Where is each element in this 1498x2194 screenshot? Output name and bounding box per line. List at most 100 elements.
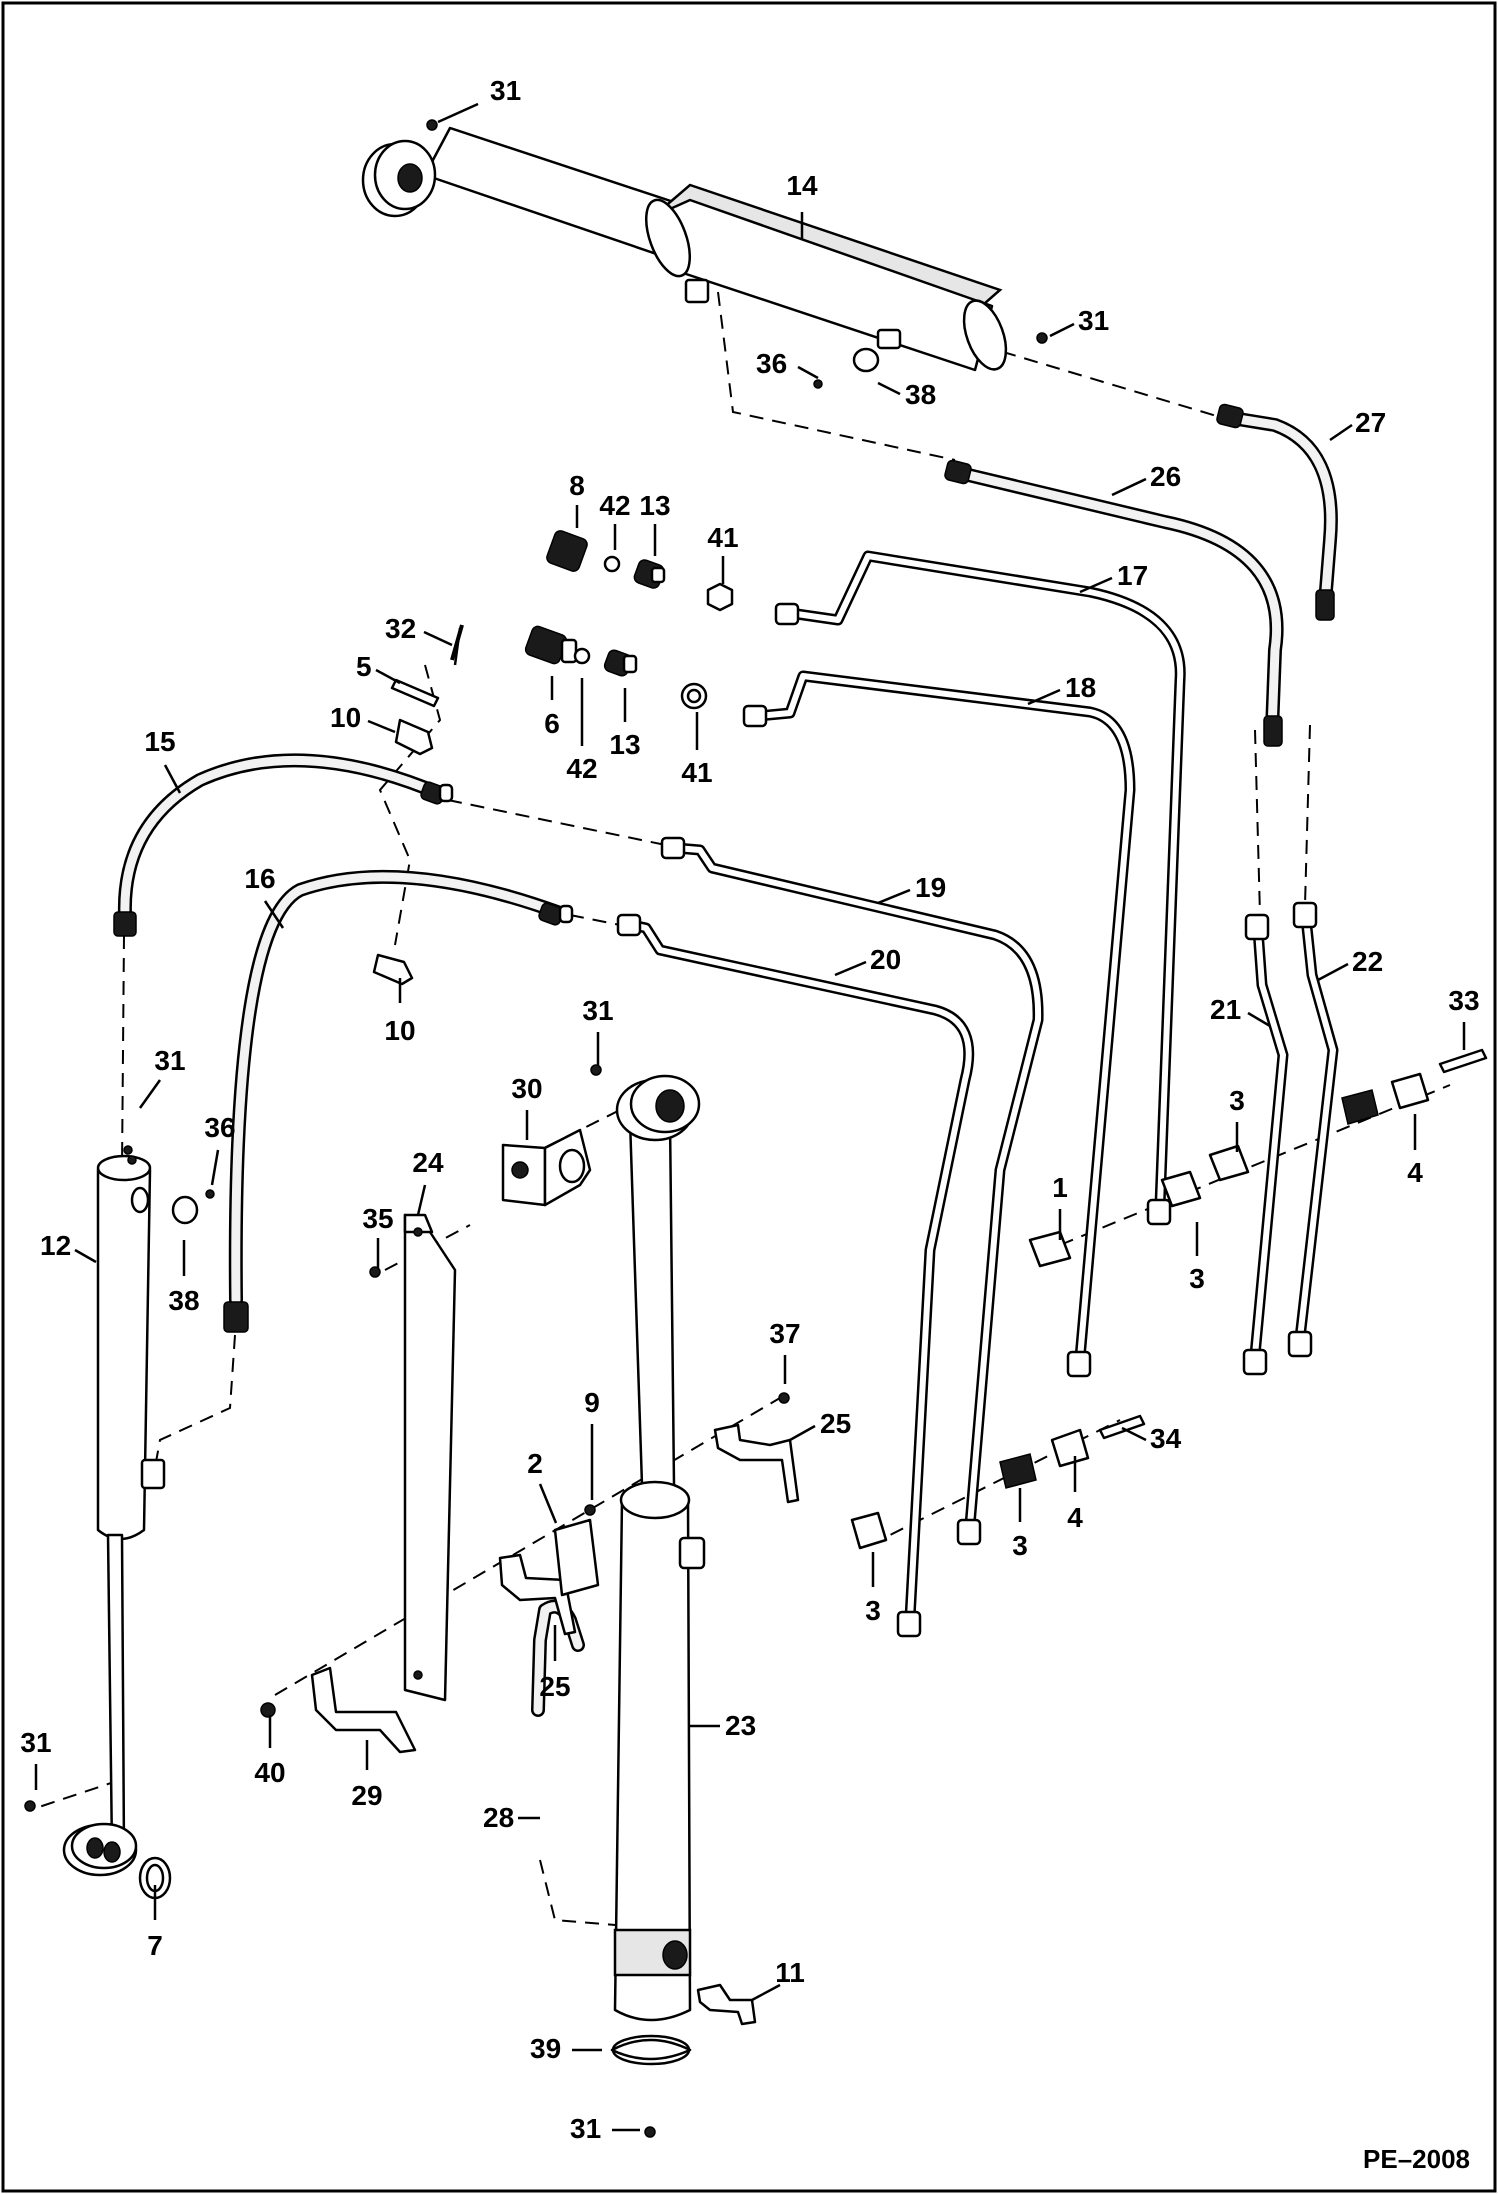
callout-c31f: 31 xyxy=(570,2113,640,2144)
callout-c2: 2 xyxy=(527,1448,558,1524)
steel-lines xyxy=(626,550,1339,1624)
callout-c31a: 31 xyxy=(437,75,521,124)
callout-leader xyxy=(163,764,182,794)
callout-c3d: 3 xyxy=(865,1552,881,1626)
callout-label: 2 xyxy=(527,1448,543,1479)
callout-leader xyxy=(877,888,911,905)
fittings-upper xyxy=(546,530,734,612)
callout-c31b: 31 xyxy=(1049,305,1109,338)
callout-c36a: 36 xyxy=(756,348,819,380)
callout-label: 4 xyxy=(1407,1157,1423,1188)
callout-c9: 9 xyxy=(584,1387,600,1500)
callout-c4b: 4 xyxy=(1067,1456,1083,1533)
callout-leader xyxy=(1027,688,1061,706)
callout-label: 10 xyxy=(330,702,361,733)
callout-c38b: 38 xyxy=(168,1240,200,1316)
callout-c33: 33 xyxy=(1448,985,1480,1050)
callout-c22: 22 xyxy=(1317,946,1383,982)
callout-label: 41 xyxy=(707,522,738,553)
callout-c3c: 3 xyxy=(1012,1488,1028,1561)
callout-label: 36 xyxy=(756,348,787,379)
callout-label: 3 xyxy=(865,1595,881,1626)
cylinder-23 xyxy=(590,1064,706,2138)
hose-fittings xyxy=(113,403,1335,1333)
callout-c16: 16 xyxy=(244,863,285,929)
callout-label: 33 xyxy=(1448,985,1479,1016)
callout-c38a: 38 xyxy=(877,379,936,410)
callout-leader xyxy=(1079,576,1113,594)
callout-label: 3 xyxy=(1189,1263,1205,1294)
support-24 xyxy=(369,1213,457,1702)
callout-leader xyxy=(1329,423,1353,442)
callout-label: 38 xyxy=(168,1285,199,1316)
callout-leader xyxy=(751,1983,781,2002)
callout-label: 17 xyxy=(1117,560,1148,591)
callout-label: 1 xyxy=(1052,1172,1068,1203)
callout-label: 31 xyxy=(490,75,521,106)
callout-leader xyxy=(437,102,479,124)
callout-c25b: 25 xyxy=(539,1625,571,1702)
callout-leader xyxy=(423,630,453,647)
callout-c10a: 10 xyxy=(330,702,396,734)
callout-label: 22 xyxy=(1352,946,1383,977)
callout-label: 8 xyxy=(569,470,585,501)
callout-c24: 24 xyxy=(412,1147,444,1216)
bracket-30 xyxy=(501,1128,592,1207)
callout-c41b: 41 xyxy=(681,712,713,788)
callout-label: 3 xyxy=(1229,1085,1245,1116)
callout-label: 16 xyxy=(244,863,275,894)
callout-c40: 40 xyxy=(254,1715,286,1788)
callout-c25a: 25 xyxy=(789,1408,851,1442)
callout-c3a: 3 xyxy=(1229,1085,1245,1152)
callout-leader xyxy=(138,1079,162,1109)
callout-leader xyxy=(263,900,285,929)
callout-label: 39 xyxy=(530,2033,561,2064)
callout-label: 31 xyxy=(154,1045,185,1076)
callout-leader xyxy=(1317,962,1349,982)
callout-label: 7 xyxy=(147,1930,163,1961)
callout-label: 23 xyxy=(725,1710,756,1741)
callout-leader xyxy=(538,1483,558,1524)
tube-nuts xyxy=(616,602,1318,1638)
callout-leader xyxy=(210,1149,220,1186)
callout-label: 12 xyxy=(40,1230,71,1261)
callout-label: 29 xyxy=(351,1780,382,1811)
callout-c6: 6 xyxy=(544,676,560,739)
callout-c15: 15 xyxy=(144,726,182,794)
callout-c32: 32 xyxy=(385,613,453,647)
callout-label: 31 xyxy=(570,2113,601,2144)
brackets xyxy=(260,1392,800,2026)
callout-label: 10 xyxy=(384,1015,415,1046)
callout-leader xyxy=(789,1424,816,1442)
callout-c31c: 31 xyxy=(582,995,614,1066)
callout-c29: 29 xyxy=(351,1740,383,1811)
callout-c21: 21 xyxy=(1210,994,1271,1028)
callout-c20: 20 xyxy=(834,944,901,977)
callout-label: 42 xyxy=(599,490,630,521)
callout-c42a: 42 xyxy=(599,490,631,550)
callout-leader xyxy=(1121,1426,1147,1442)
callout-c14: 14 xyxy=(786,170,818,240)
callout-label: 32 xyxy=(385,613,416,644)
fittings-lower xyxy=(524,625,708,710)
callout-leader xyxy=(1049,322,1075,338)
callout-c13a: 13 xyxy=(639,490,671,556)
callout-label: 9 xyxy=(584,1387,600,1418)
assembly-lines xyxy=(29,291,1451,1926)
callout-c35: 35 xyxy=(362,1203,394,1268)
callout-c28: 28 xyxy=(483,1802,540,1833)
callout-c19: 19 xyxy=(877,872,946,905)
callout-c36b: 36 xyxy=(204,1112,236,1186)
callout-label: 25 xyxy=(539,1671,570,1702)
callout-label: 26 xyxy=(1150,461,1181,492)
callout-label: 31 xyxy=(20,1727,51,1758)
callout-c13b: 13 xyxy=(609,688,641,760)
callout-c7: 7 xyxy=(147,1885,163,1961)
callout-label: 30 xyxy=(511,1073,542,1104)
callout-label: 6 xyxy=(544,708,560,739)
callout-label: 15 xyxy=(144,726,175,757)
callout-label: 41 xyxy=(681,757,712,788)
